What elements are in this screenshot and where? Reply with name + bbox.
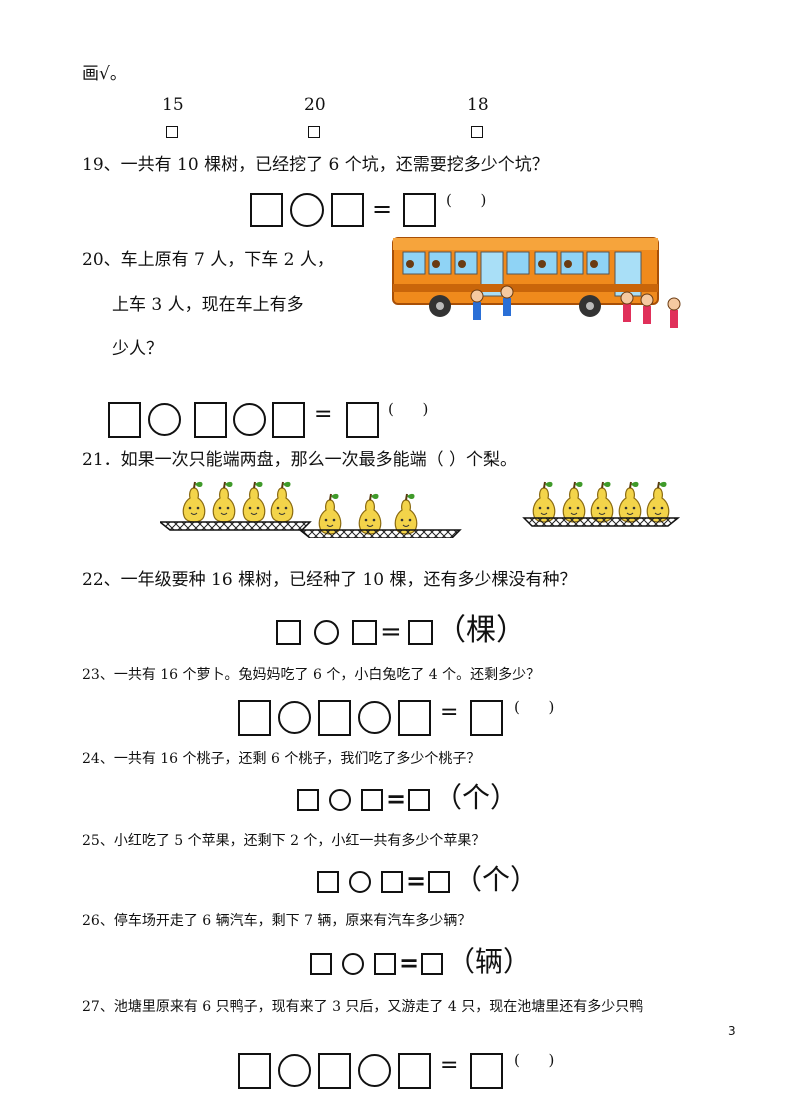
q25-circle-1[interactable] (349, 871, 371, 893)
q20-answer-paren[interactable]: ( ) (388, 400, 429, 418)
q27-text: 27、池塘里原来有 6 只鸭子，现有来了 3 只后，又游走了 4 只，现在池塘里… (82, 999, 644, 1015)
q20-text-line-2: 上车 3 人，现在车上有多 (112, 295, 304, 315)
q27-equals: = (440, 1053, 459, 1078)
q25-box-result[interactable] (428, 871, 450, 893)
q27-box-1[interactable] (238, 1053, 271, 1089)
q19-answer-paren[interactable]: ( ) (446, 191, 487, 209)
q22-box-2[interactable] (352, 620, 377, 645)
q27-circle-2[interactable] (358, 1054, 391, 1087)
q24-unit: （个） (434, 781, 519, 814)
pear-plates-illustration (160, 480, 680, 538)
q25-text: 25、小红吃了 5 个苹果，还剩下 2 个，小红一共有多少个苹果？ (82, 833, 486, 849)
choice-2-checkbox[interactable] (308, 126, 320, 138)
q19-box-1[interactable] (250, 193, 283, 227)
q24-circle-1[interactable] (329, 789, 351, 811)
q20-box-2[interactable] (194, 402, 227, 438)
q23-equals: = (440, 700, 459, 725)
q20-text-line-3: 少人？ (112, 339, 163, 359)
q19-equals: = (372, 195, 393, 223)
q20-circle-1[interactable] (148, 403, 181, 436)
q24-text: 24、一共有 16 个桃子，还剩 6 个桃子，我们吃了多少个桃子？ (82, 751, 481, 767)
q27-box-result[interactable] (470, 1053, 503, 1089)
q25-unit: （个） (454, 863, 539, 896)
q22-unit: （棵） (436, 613, 526, 648)
q26-unit: （辆） (447, 945, 532, 978)
q23-circle-1[interactable] (278, 701, 311, 734)
header-fragment: 画√。 (82, 64, 127, 84)
q26-box-2[interactable] (374, 953, 396, 975)
q23-box-3[interactable] (398, 700, 431, 736)
q22-circle-1[interactable] (314, 620, 339, 645)
q24-equals: = (386, 785, 407, 813)
q27-circle-1[interactable] (278, 1054, 311, 1087)
q23-box-1[interactable] (238, 700, 271, 736)
bus-illustration (392, 237, 681, 328)
q22-box-result[interactable] (408, 620, 433, 645)
q23-box-result[interactable] (470, 700, 503, 736)
q26-circle-1[interactable] (342, 953, 364, 975)
q20-box-result[interactable] (346, 402, 379, 438)
q19-text: 19、一共有 10 棵树，已经挖了 6 个坑，还需要挖多少个坑？ (82, 155, 549, 175)
choice-3-checkbox[interactable] (471, 126, 483, 138)
q25-box-1[interactable] (317, 871, 339, 893)
q24-box-result[interactable] (408, 789, 430, 811)
q23-text: 23、一共有 16 个萝卜。兔妈妈吃了 6 个，小白兔吃了 4 个。还剩多少？ (82, 667, 541, 683)
q22-box-1[interactable] (276, 620, 301, 645)
choice-1-number: 15 (162, 95, 184, 115)
q20-box-3[interactable] (272, 402, 305, 438)
q25-equals: = (406, 867, 427, 895)
q26-box-1[interactable] (310, 953, 332, 975)
choice-2-number: 20 (304, 95, 326, 115)
q20-circle-2[interactable] (233, 403, 266, 436)
q25-box-2[interactable] (381, 871, 403, 893)
q19-circle-1[interactable] (290, 193, 324, 227)
choice-1-checkbox[interactable] (166, 126, 178, 138)
q21-text: 21．如果一次只能端两盘，那么一次最多能端（ ）个梨。 (82, 450, 518, 470)
page-number: 3 (728, 1024, 736, 1038)
q23-answer-paren[interactable]: ( ) (514, 698, 555, 716)
q27-box-2[interactable] (318, 1053, 351, 1089)
choice-3-number: 18 (467, 95, 489, 115)
q19-box-2[interactable] (331, 193, 364, 227)
q23-box-2[interactable] (318, 700, 351, 736)
q26-equals: = (399, 949, 420, 977)
q27-box-3[interactable] (398, 1053, 431, 1089)
q23-circle-2[interactable] (358, 701, 391, 734)
q24-box-2[interactable] (361, 789, 383, 811)
q20-text-line-1: 20、车上原有 7 人，下车 2 人， (82, 250, 334, 270)
q26-box-result[interactable] (421, 953, 443, 975)
q19-box-result[interactable] (403, 193, 436, 227)
q27-answer-paren[interactable]: ( ) (514, 1051, 555, 1069)
q22-equals: = (380, 617, 402, 647)
q26-text: 26、停车场开走了 6 辆汽车，剩下 7 辆，原来有汽车多少辆？ (82, 913, 472, 929)
q20-equals: = (314, 402, 333, 427)
q24-box-1[interactable] (297, 789, 319, 811)
q22-text: 22、一年级要种 16 棵树，已经种了 10 棵，还有多少棵没有种？ (82, 570, 577, 590)
q20-box-1[interactable] (108, 402, 141, 438)
